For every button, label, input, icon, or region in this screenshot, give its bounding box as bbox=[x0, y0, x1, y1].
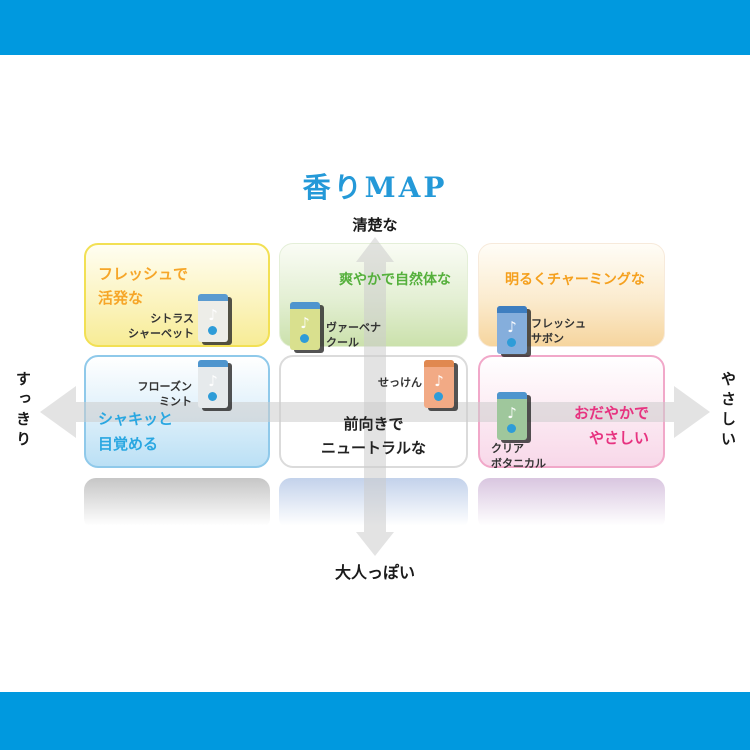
quadrant-calm-gentle: おだやかで やさしい クリア ボタニカル ♪ bbox=[478, 355, 665, 470]
packet-header-band bbox=[424, 360, 454, 367]
product-packet-image: ♪ bbox=[290, 302, 320, 350]
packet-header-band bbox=[497, 306, 527, 313]
music-note-icon: ♪ bbox=[434, 372, 444, 390]
quadrant-label-line1: 爽やかで自然体な bbox=[339, 272, 451, 288]
product-packet-image: ♪ bbox=[424, 360, 454, 408]
product-packet-image: ♪ bbox=[198, 294, 228, 342]
quadrant-label: フレッシュで 活発な bbox=[98, 262, 188, 310]
music-note-icon: ♪ bbox=[208, 306, 218, 324]
bottom-banner-bar bbox=[0, 692, 750, 750]
quadrant-label-line1: フレッシュで bbox=[98, 265, 189, 283]
quadrant-fresh-active: フレッシュで 活発な シトラス シャーベット ♪ bbox=[84, 243, 270, 347]
quadrant-label: 前向きで ニュートラルな bbox=[281, 412, 466, 460]
axis-label-bottom: 大人っぽい bbox=[334, 563, 415, 582]
quadrant-label-line1: シャキッと bbox=[98, 410, 174, 428]
blue-dot-icon bbox=[300, 334, 309, 343]
blue-dot-icon bbox=[208, 326, 217, 335]
axis-label-top: 清楚な bbox=[352, 216, 398, 234]
product-name-fresh-savon: フレッシュ サボン bbox=[531, 317, 586, 345]
product-name-verbena-cool: ヴァーベナ クール bbox=[326, 321, 381, 349]
music-note-icon: ♪ bbox=[507, 404, 517, 422]
quadrant-label-line1: 前向きで bbox=[343, 415, 404, 433]
quadrant-label-line1: おだやかで bbox=[573, 404, 649, 422]
quadrant-label-line1: 明るくチャーミングな bbox=[505, 272, 645, 288]
packet-header-band bbox=[198, 294, 228, 301]
product-packet-image: ♪ bbox=[497, 392, 527, 440]
product-packet-image: ♪ bbox=[198, 360, 228, 408]
axis-label-right: やさしい bbox=[719, 371, 737, 451]
top-banner-bar bbox=[0, 0, 750, 55]
quadrant-fresh-natural: 爽やかで自然体な ヴァーベナ クール ♪ bbox=[279, 243, 468, 350]
reflection-left bbox=[84, 478, 270, 530]
product-name-soap: せっけん bbox=[378, 376, 422, 389]
blue-dot-icon bbox=[507, 338, 516, 347]
reflection-right bbox=[478, 478, 665, 530]
quadrant-positive-neutral: 前向きで ニュートラルな せっけん ♪ bbox=[279, 355, 468, 468]
quadrant-label: 爽やかで自然体な bbox=[339, 268, 451, 292]
reflection-middle bbox=[279, 478, 468, 530]
music-note-icon: ♪ bbox=[507, 318, 517, 336]
quadrant-bright-charming: 明るくチャーミングな フレッシュ サボン ♪ bbox=[478, 243, 665, 354]
product-name-citrus-sherbet: シトラス シャーベット bbox=[128, 312, 194, 340]
axis-label-left: すっきり bbox=[14, 371, 32, 451]
blue-dot-icon bbox=[507, 424, 516, 433]
quadrant-label-line2: 活発な bbox=[98, 289, 144, 307]
product-packet-image: ♪ bbox=[497, 306, 527, 354]
quadrant-label: シャキッと 目覚める bbox=[98, 407, 173, 457]
product-name-clear-botanical: クリア ボタニカル bbox=[491, 442, 546, 470]
product-name-frozen-mint: フローズン ミント bbox=[137, 380, 192, 408]
packet-header-band bbox=[198, 360, 228, 367]
quadrant-label-line2: ニュートラルな bbox=[320, 439, 426, 457]
music-note-icon: ♪ bbox=[300, 314, 310, 332]
quadrant-label: おだやかで やさしい bbox=[574, 401, 649, 451]
quadrant-label-line2: 目覚める bbox=[98, 435, 159, 453]
page-title: 香りMAP bbox=[302, 171, 448, 204]
music-note-icon: ♪ bbox=[208, 372, 218, 390]
quadrant-label-line2: やさしい bbox=[588, 429, 649, 447]
quadrant-sharp-awakening: シャキッと 目覚める フローズン ミント ♪ bbox=[84, 355, 270, 468]
blue-dot-icon bbox=[208, 392, 217, 401]
packet-header-band bbox=[290, 302, 320, 309]
quadrant-label: 明るくチャーミングな bbox=[505, 268, 645, 292]
blue-dot-icon bbox=[434, 392, 443, 401]
packet-header-band bbox=[497, 392, 527, 399]
